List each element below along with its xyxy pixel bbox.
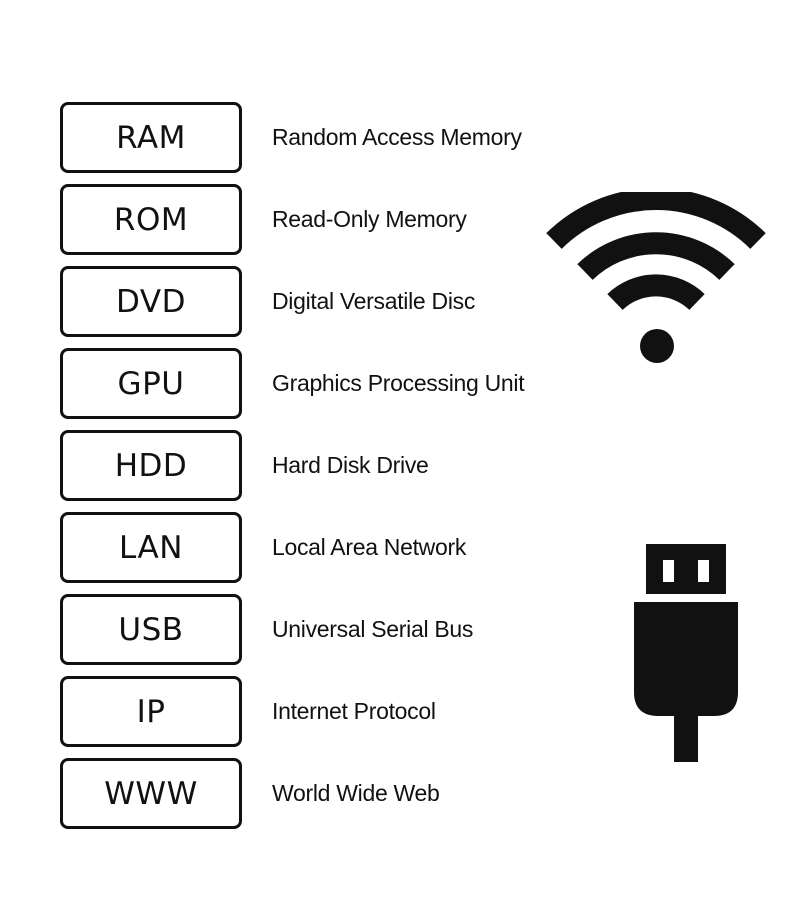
acronym-full-name: Local Area Network: [272, 534, 467, 560]
acronym-box: HDD: [60, 430, 242, 501]
acronym-full-name: Random Access Memory: [272, 124, 522, 150]
acronym-box: ROM: [60, 184, 242, 255]
wifi-dot: [640, 329, 674, 363]
acronym-row-hdd: HDD Hard Disk Drive: [60, 430, 620, 501]
acronym-row-ram: RAM Random Access Memory: [60, 102, 620, 173]
acronym-row-lan: LAN Local Area Network: [60, 512, 620, 583]
usb-contact-left: [663, 560, 674, 582]
usb-connector-shell: [646, 544, 726, 594]
acronym-row-gpu: GPU Graphics Processing Unit: [60, 348, 620, 419]
acronym-box: RAM: [60, 102, 242, 173]
wifi-middle-arc: [577, 232, 735, 281]
usb-plug-body: [634, 602, 738, 716]
acronym-row-ip: IP Internet Protocol: [60, 676, 620, 747]
acronym-box: LAN: [60, 512, 242, 583]
acronym-box: DVD: [60, 266, 242, 337]
acronym-row-usb: USB Universal Serial Bus: [60, 594, 620, 665]
acronym-full-name: Digital Versatile Disc: [272, 288, 476, 314]
acronym-box: GPU: [60, 348, 242, 419]
wifi-inner-arc: [607, 274, 705, 311]
acronym-row-dvd: DVD Digital Versatile Disc: [60, 266, 620, 337]
acronym-full-name: Universal Serial Bus: [272, 616, 474, 642]
acronym-row-www: WWW World Wide Web: [60, 758, 620, 829]
acronym-full-name: Read-Only Memory: [272, 206, 467, 232]
acronym-full-name: World Wide Web: [272, 780, 440, 806]
acronym-full-name: Internet Protocol: [272, 698, 436, 724]
acronym-box: USB: [60, 594, 242, 665]
acronym-full-name: Graphics Processing Unit: [272, 370, 525, 396]
wifi-outer-arc: [546, 192, 766, 249]
acronym-box: IP: [60, 676, 242, 747]
usb-contact-right: [698, 560, 709, 582]
acronym-row-rom: ROM Read-Only Memory: [60, 184, 620, 255]
acronym-list: RAM Random Access Memory ROM Read-Only M…: [60, 102, 620, 840]
acronym-box: WWW: [60, 758, 242, 829]
usb-plug-icon: [634, 544, 738, 762]
wifi-icon: [546, 192, 766, 363]
acronym-full-name: Hard Disk Drive: [272, 452, 429, 478]
usb-cable: [674, 714, 698, 762]
